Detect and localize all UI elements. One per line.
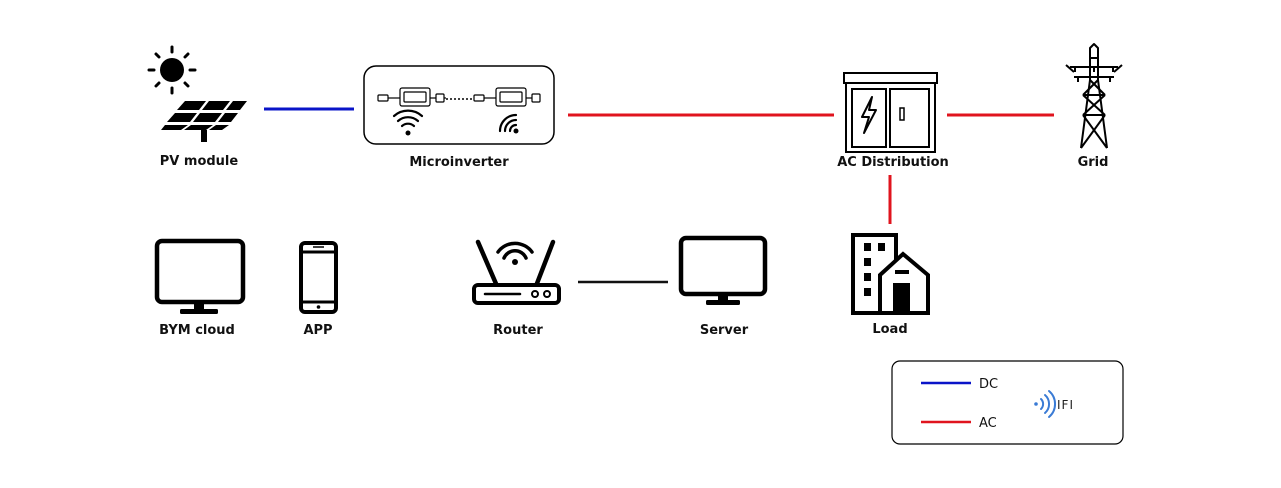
load-label: Load: [872, 322, 907, 337]
sun-icon: [147, 45, 197, 95]
pv-module-icon: [147, 45, 247, 142]
lightning-icon: [861, 96, 877, 134]
legend-dc-label: DC: [979, 377, 998, 392]
pv-module-label: PV module: [160, 154, 239, 169]
microinverter-label: Microinverter: [409, 155, 509, 170]
ac-distribution-label: AC Distribution: [837, 155, 949, 170]
building-icon: [851, 233, 930, 315]
router-label: Router: [493, 323, 543, 338]
wireless-signal-icon: [498, 113, 519, 134]
server-label: Server: [700, 323, 749, 338]
bym-cloud-label: BYM cloud: [159, 323, 235, 338]
microinverter-icon: [363, 65, 555, 145]
legend: DC AC IFI: [891, 360, 1124, 445]
wifi-icon: [1034, 390, 1056, 418]
server-monitor-icon: [678, 235, 768, 305]
router-icon: [472, 239, 561, 305]
grid-label: Grid: [1078, 155, 1109, 170]
smartphone-icon: [299, 241, 338, 314]
solar-panel-icon: [161, 101, 247, 142]
ac-distribution-icon: [843, 72, 938, 153]
app-label: APP: [303, 323, 332, 338]
monitor-icon: [154, 238, 246, 314]
legend-wifi-label: IFI: [1057, 398, 1074, 412]
transmission-tower-icon: [1065, 43, 1123, 149]
wireless-signal-icon: [392, 109, 424, 136]
legend-ac-label: AC: [979, 416, 997, 431]
